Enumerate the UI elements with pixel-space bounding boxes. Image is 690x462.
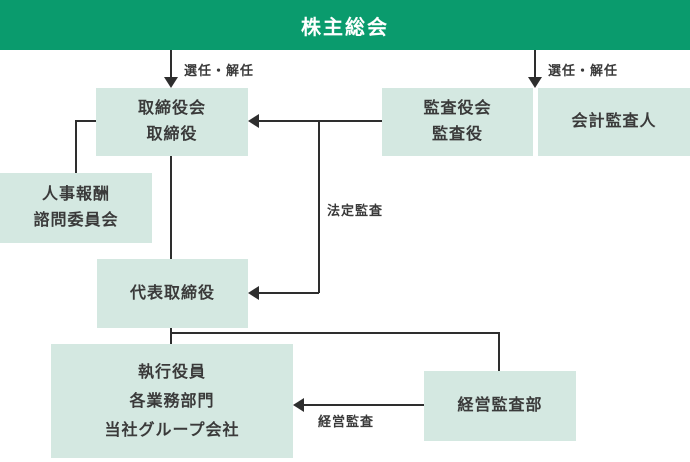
box-board-line2: 取締役 xyxy=(146,126,198,143)
box-representative-director-label: 代表取締役 xyxy=(129,284,215,302)
label-management-audit: 経営監査 xyxy=(318,414,375,429)
connector-appoint-right xyxy=(534,50,536,79)
connector-audit-to-board xyxy=(259,120,382,122)
box-audit-line2: 監査役 xyxy=(431,126,483,143)
connector-management-audit xyxy=(304,404,424,406)
shareholders-meeting-title: 株主総会 xyxy=(301,16,389,39)
box-accounting-auditor: 会計監査人 xyxy=(538,88,690,156)
box-management-audit-dept: 経営監査部 xyxy=(424,371,576,441)
box-representative-director: 代表取締役 xyxy=(97,259,248,328)
box-executive-divisions: 執行役員 各業務部門 当社グループ会社 xyxy=(51,344,293,458)
box-board-of-directors: 取締役会 取締役 xyxy=(96,88,248,156)
label-appoint-dismiss-right: 選任・解任 xyxy=(548,63,619,78)
connector-branch-to-management-audit xyxy=(498,332,500,371)
label-appoint-dismiss-left: 選任・解任 xyxy=(184,63,255,78)
box-accounting-auditor-label: 会計監査人 xyxy=(571,113,657,130)
label-statutory-audit: 法定監査 xyxy=(327,203,384,218)
box-board-line1: 取締役会 xyxy=(137,100,206,117)
arrowhead-down-right-icon xyxy=(528,77,542,88)
box-management-audit-dept-label: 経営監査部 xyxy=(457,397,543,414)
arrowhead-down-left-icon xyxy=(164,77,178,88)
connector-representative-to-executive xyxy=(170,328,172,344)
box-exec-line2: 各業務部門 xyxy=(129,392,215,410)
connector-board-to-representative xyxy=(170,156,172,259)
box-audit-line1: 監査役会 xyxy=(423,100,492,117)
box-hr-line2: 諮問委員会 xyxy=(33,212,119,229)
shareholders-meeting-banner: 株主総会 xyxy=(0,0,690,50)
connector-appoint-left xyxy=(170,50,172,79)
box-hr-line1: 人事報酬 xyxy=(41,186,110,203)
connector-board-to-hr-vertical xyxy=(75,120,77,173)
box-hr-compensation-committee: 人事報酬 諮問委員会 xyxy=(0,173,152,243)
arrowhead-left-executive-icon xyxy=(293,398,304,412)
box-exec-line1: 執行役員 xyxy=(137,363,206,381)
box-audit-supervisory-board: 監査役会 監査役 xyxy=(382,88,533,156)
connector-board-to-hr-horizontal xyxy=(75,120,96,122)
connector-statutory-audit-horizontal xyxy=(259,292,319,294)
arrowhead-left-representative-icon xyxy=(248,286,259,300)
connector-statutory-audit-vertical xyxy=(318,121,320,293)
connector-representative-branch xyxy=(170,332,500,334)
box-exec-line3: 当社グループ会社 xyxy=(104,421,240,439)
arrowhead-left-board-icon xyxy=(248,114,259,128)
